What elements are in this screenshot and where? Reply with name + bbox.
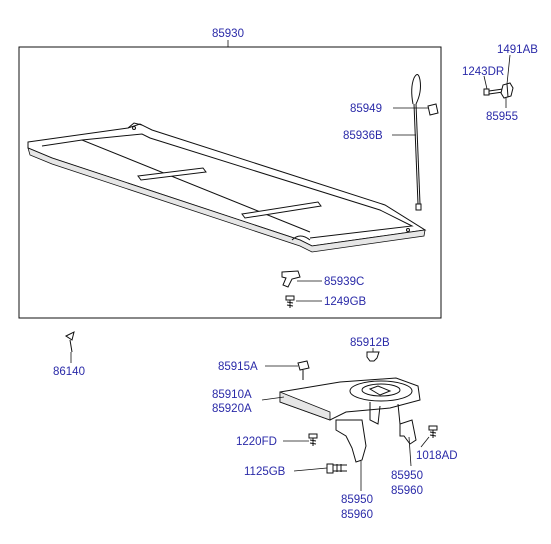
nut-1491AB xyxy=(500,82,514,99)
label-85950-right: 85950 xyxy=(391,470,423,482)
label-85920A: 85920A xyxy=(212,403,252,415)
label-1018AD: 1018AD xyxy=(416,450,458,462)
clip xyxy=(281,270,301,288)
label-85930: 85930 xyxy=(212,28,244,40)
label-85960-bottom: 85960 xyxy=(341,509,373,521)
clip-85915A xyxy=(297,360,310,380)
fastener-85912B xyxy=(366,351,380,362)
label-85910A: 85910A xyxy=(212,389,252,401)
tray-support xyxy=(279,377,421,427)
bracket xyxy=(335,419,417,463)
label-1220FD: 1220FD xyxy=(236,436,277,448)
label-85960-right: 85960 xyxy=(391,485,423,497)
bolt-1243DR xyxy=(483,88,504,96)
label-1243DR: 1243DR xyxy=(462,66,504,78)
screw-1220FD xyxy=(308,433,318,446)
label-1125GB: 1125GB xyxy=(244,466,286,478)
label-85936B: 85936B xyxy=(343,130,383,142)
label-85950-bottom: 85950 xyxy=(341,494,373,506)
label-85939C: 85939C xyxy=(324,276,364,288)
group-frame xyxy=(18,46,442,319)
label-85955: 85955 xyxy=(486,111,518,123)
parcel-shelf xyxy=(27,122,427,253)
label-85915A: 85915A xyxy=(218,361,258,373)
bolt-1125GB xyxy=(326,463,347,474)
label-1491AB: 1491AB xyxy=(497,44,538,56)
leader-lines xyxy=(70,54,511,491)
screw-1018AD xyxy=(428,425,438,438)
screw-1249GB xyxy=(285,295,295,308)
label-85949: 85949 xyxy=(350,103,382,115)
label-1249GB: 1249GB xyxy=(324,296,367,308)
clip-86140 xyxy=(65,331,75,353)
label-86140: 86140 xyxy=(53,366,85,378)
strap xyxy=(411,74,422,211)
label-85912B: 85912B xyxy=(350,337,390,349)
strap-cap xyxy=(427,103,439,116)
